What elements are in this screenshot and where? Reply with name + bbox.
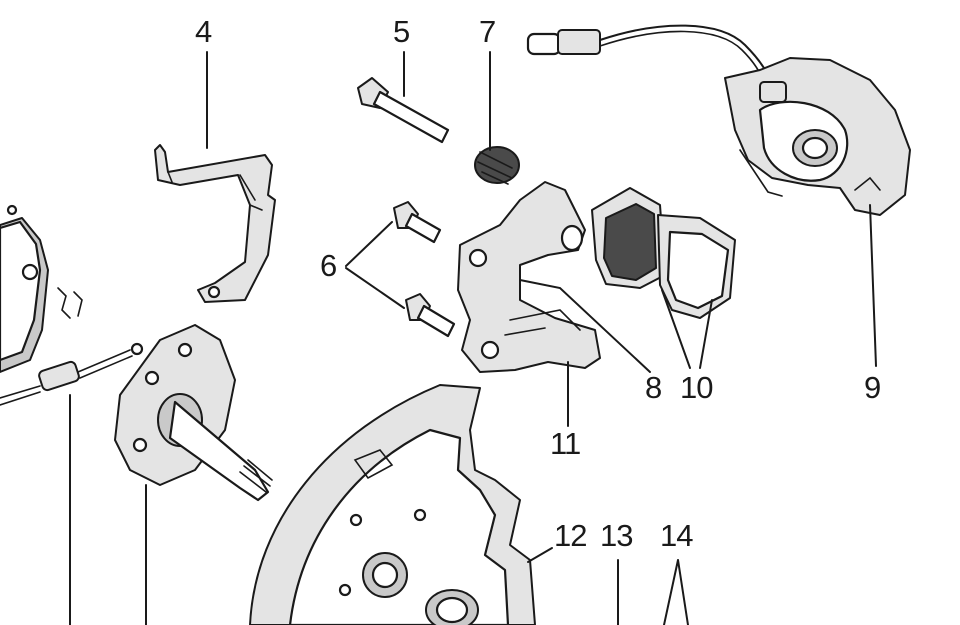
caliper-carrier <box>457 181 601 373</box>
guide-pin-part-5 <box>357 77 450 144</box>
callout-7: 7 <box>479 14 496 49</box>
bolts-part-6 <box>393 201 456 338</box>
callout-11: 11 <box>550 426 581 461</box>
leader-lines <box>69 51 877 625</box>
caliper-part-9 <box>724 57 911 216</box>
hub-part-13 <box>114 324 273 502</box>
backing-plate-part-12 <box>249 384 536 625</box>
callout-8: 8 <box>645 370 662 405</box>
parking-brake-cable <box>0 342 144 406</box>
left-housing <box>0 204 83 373</box>
bracket-part-4 <box>154 144 276 303</box>
callout-9: 9 <box>864 370 881 405</box>
brake-pad-inner <box>591 187 666 289</box>
spring-part-7 <box>474 146 520 185</box>
callout-10: 10 <box>680 370 713 405</box>
callout-5: 5 <box>393 14 410 49</box>
callout-13: 13 <box>600 518 633 553</box>
brake-pad-outer <box>657 214 736 319</box>
callout-14: 14 <box>660 518 693 553</box>
callout-12: 12 <box>554 518 587 553</box>
callout-4: 4 <box>195 14 212 49</box>
callout-6: 6 <box>320 248 337 283</box>
